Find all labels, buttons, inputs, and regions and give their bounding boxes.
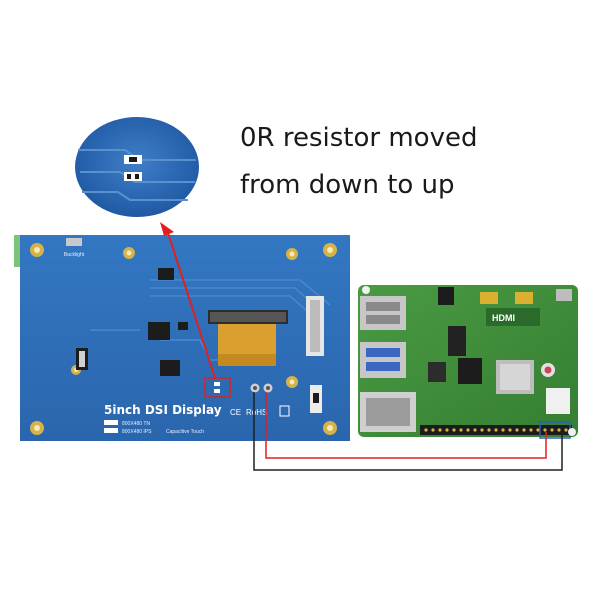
pointer-arrow	[160, 222, 216, 379]
resistor-highlight	[204, 377, 231, 398]
zoom-inset	[75, 117, 199, 217]
usb-port	[360, 296, 406, 330]
caption-line-1: 0R resistor moved	[240, 123, 478, 153]
backlight-switch	[66, 238, 82, 246]
hdmi-label: HDMI	[492, 313, 515, 323]
board-title: 5inch DSI Display	[104, 403, 222, 417]
black-wire	[253, 392, 563, 471]
spec-ips: 800X480 IPS	[122, 429, 152, 435]
chip	[148, 322, 170, 340]
raspberry-pi-board: HDMI	[358, 285, 578, 439]
rohs-mark: RoHS	[246, 408, 267, 417]
red-wire	[265, 392, 547, 459]
capacitive-label: Capacitive Touch	[166, 429, 204, 435]
resistor-pad-bottom	[124, 172, 142, 181]
spec-tn: 800X480 TN	[122, 421, 150, 427]
audio-jack	[438, 287, 454, 305]
ce-mark: CE	[230, 408, 241, 417]
display-board: Backlight	[14, 235, 350, 441]
jumper-wires	[253, 392, 563, 471]
backlight-label: Backlight	[64, 252, 85, 258]
usb-c-port	[556, 289, 572, 301]
caption-line-2: from down to up	[240, 170, 455, 200]
